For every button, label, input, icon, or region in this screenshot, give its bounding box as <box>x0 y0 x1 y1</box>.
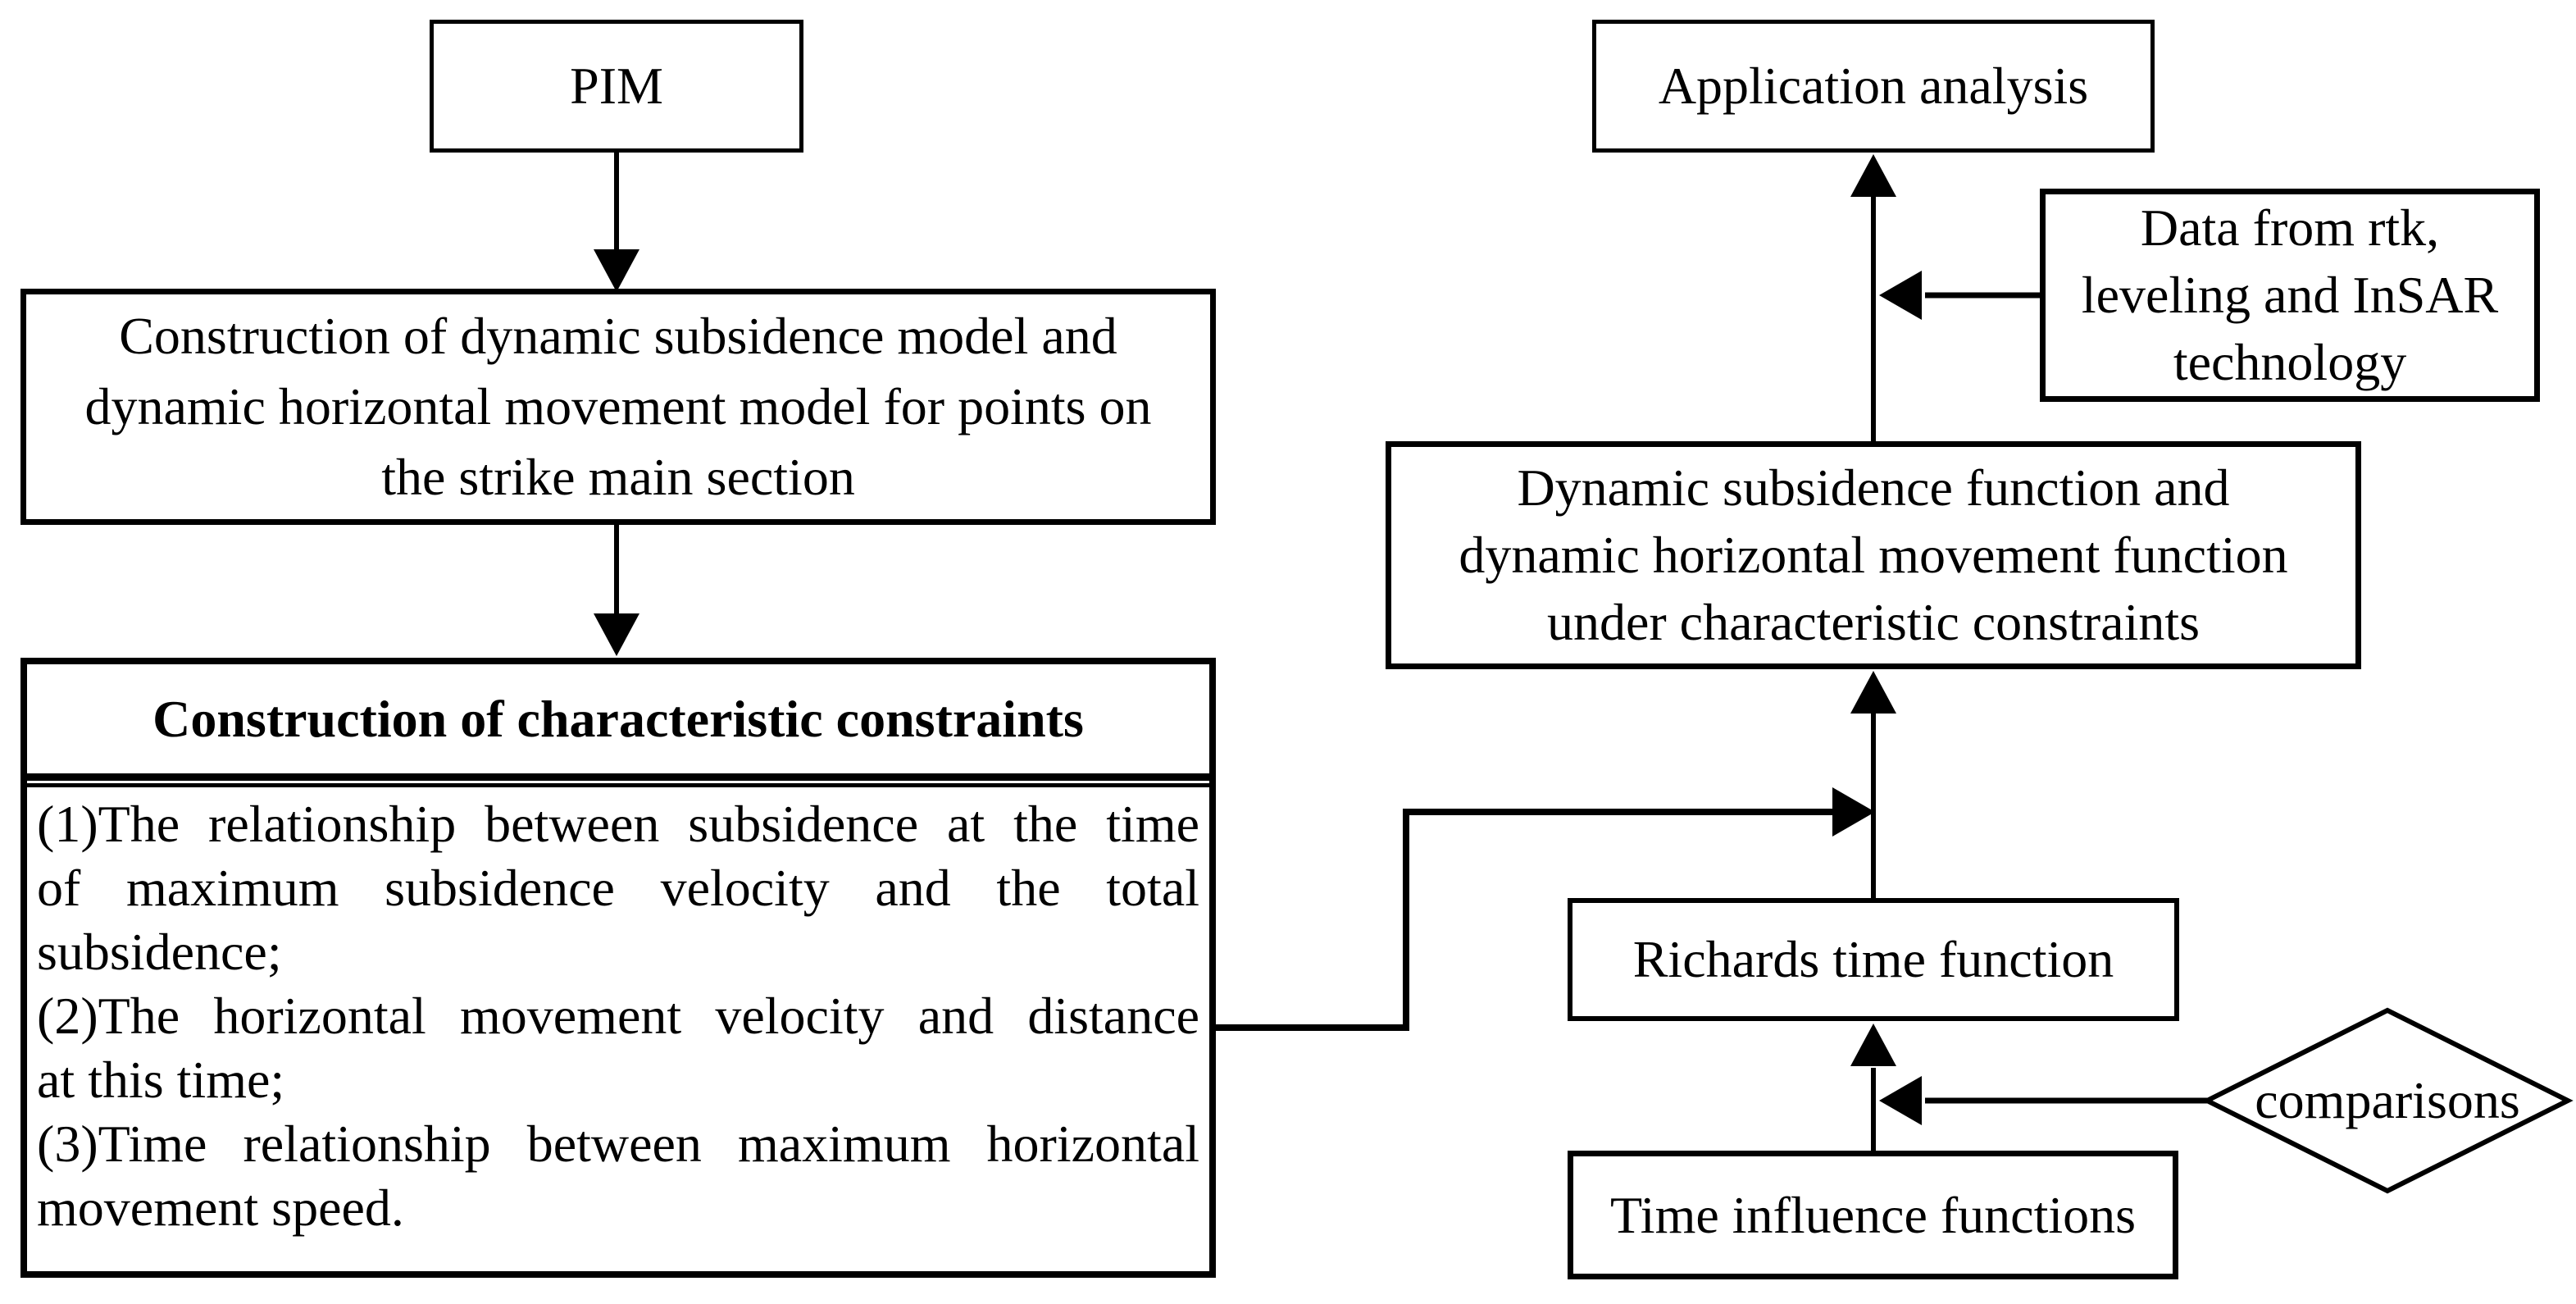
constraint-item1-line-2: of maximum subsidence velocity and the t… <box>37 859 1199 917</box>
node-constraints: Construction of characteristic constrain… <box>20 658 1216 1278</box>
model-construction-line-1: Construction of dynamic subsidence model… <box>119 307 1117 365</box>
node-model-construction: Construction of dynamic subsidence model… <box>20 289 1216 525</box>
arrow-comparisons-to-main-head <box>1879 1076 1922 1125</box>
model-construction-line-2: dynamic horizontal movement model for po… <box>84 377 1152 435</box>
dynamic-functions-line-1: Dynamic subsidence function and <box>1517 458 2230 517</box>
node-pim: PIM <box>430 20 803 153</box>
dynamic-functions-line-3: under characteristic constraints <box>1546 593 2201 651</box>
constraint-item1-line-3: subsidence; <box>37 923 282 981</box>
node-time-influence-functions: Time influence functions <box>1568 1151 2178 1279</box>
node-data-sources: Data from rtk, leveling and InSAR techno… <box>2040 189 2540 402</box>
connector-constraints-to-main-line <box>1205 809 1836 1031</box>
data-sources-line-2: leveling and InSAR <box>2081 266 2499 324</box>
time-influence-label: Time influence functions <box>1609 1185 2137 1244</box>
richards-label: Richards time function <box>1632 930 2114 989</box>
comparisons-diamond-shape <box>2201 1007 2574 1194</box>
arrow-model-to-constraints-head <box>594 613 639 656</box>
constraint-item3-line-1: (3)Time relationship between maximum hor… <box>37 1115 1199 1173</box>
constraint-item3-line-2: movement speed. <box>37 1179 404 1237</box>
data-sources-line-3: technology <box>2173 333 2407 391</box>
arrow-pim-to-model-head <box>594 249 639 292</box>
node-dynamic-functions: Dynamic subsidence function and dynamic … <box>1386 441 2361 669</box>
pim-label: PIM <box>570 57 663 116</box>
constraint-item1-line-1: (1)The relationship between subsidence a… <box>37 795 1199 853</box>
model-construction-line-3: the strike main section <box>381 448 855 506</box>
node-comparisons-label: comparisons <box>2255 1071 2520 1129</box>
constraint-item2-line-2: at this time; <box>37 1051 285 1109</box>
constraints-body: (1)The relationship between subsidence a… <box>27 783 1209 1240</box>
constraint-item2-line-1: (2)The horizontal movement velocity and … <box>37 987 1199 1045</box>
arrow-richards-to-dynamic-head <box>1850 671 1896 714</box>
constraints-title: Construction of characteristic constrain… <box>27 664 1209 781</box>
dynamic-functions-line-2: dynamic horizontal movement function <box>1459 526 2288 584</box>
connector-constraints-to-main-head <box>1832 787 1875 837</box>
arrow-data-to-main-head <box>1879 271 1922 320</box>
node-application-analysis: Application analysis <box>1592 20 2155 153</box>
node-richards-time-function: Richards time function <box>1568 898 2179 1021</box>
application-analysis-label: Application analysis <box>1658 57 2089 116</box>
arrow-timeinfluence-to-richards-head <box>1850 1024 1896 1066</box>
data-sources-line-1: Data from rtk, <box>2140 198 2440 257</box>
arrow-dynamic-to-application-head <box>1850 154 1896 197</box>
